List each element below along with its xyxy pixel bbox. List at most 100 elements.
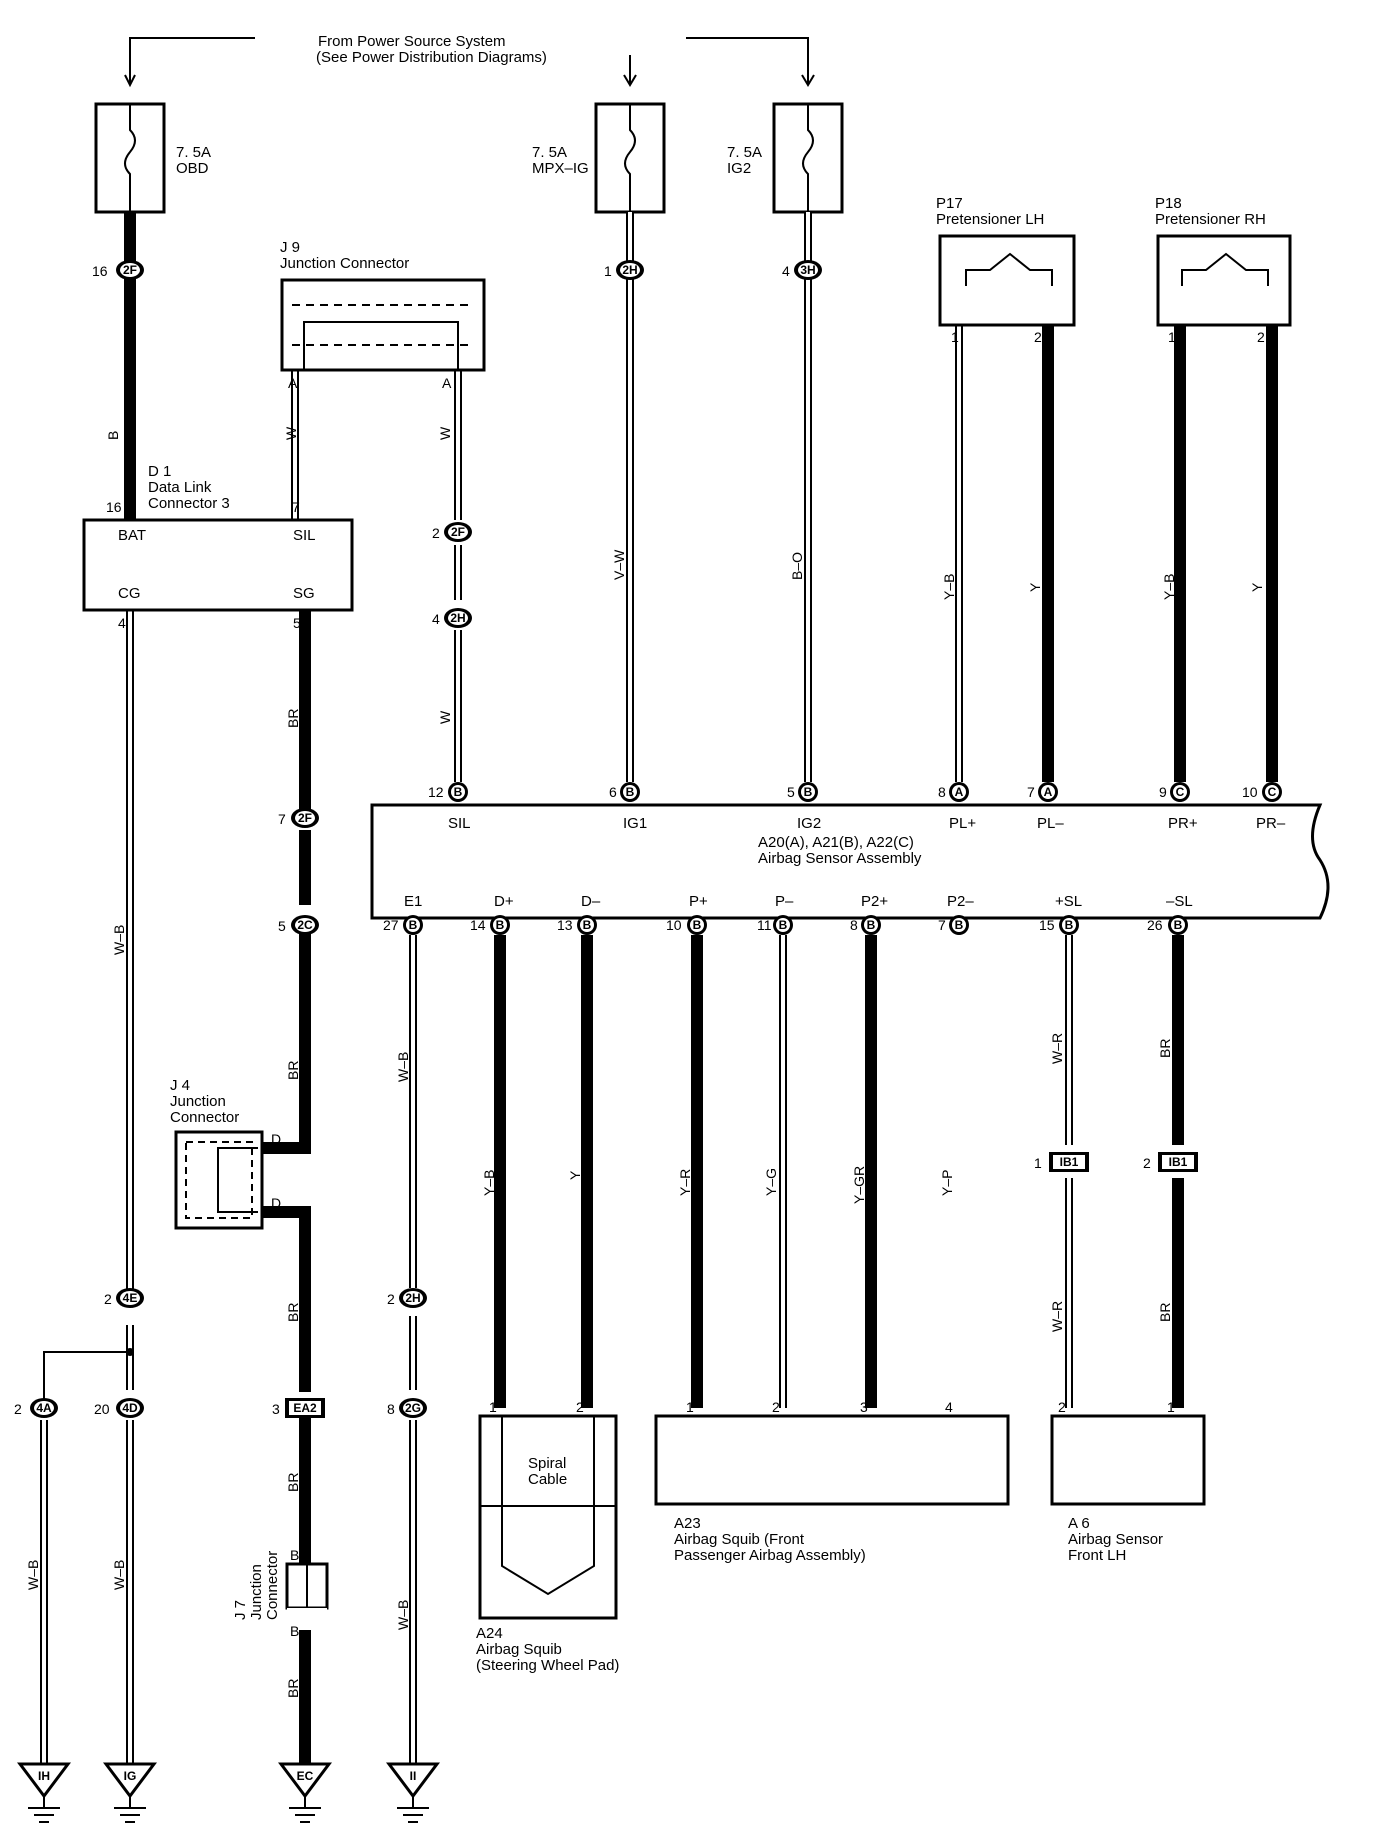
terminal-label: CG	[118, 585, 141, 602]
terminal-label: PR+	[1168, 815, 1198, 832]
connector-code: B	[626, 785, 635, 799]
d1-data-link-connector: BAT SIL CG SG D 1 Data Link Connector 3	[82, 463, 354, 612]
wire-color: Y–B	[941, 574, 957, 600]
component-code: A24	[476, 1625, 503, 1642]
terminal-label: +SL	[1055, 893, 1082, 910]
wire-color: Y–R	[677, 1169, 693, 1196]
component-name: Junction	[170, 1093, 226, 1110]
sensor-pin-badge: B	[687, 915, 707, 935]
terminal-label: P–	[775, 893, 794, 910]
connector-code: 2G	[405, 1401, 421, 1415]
terminal-label: IG2	[797, 815, 821, 832]
wire-color: Y–GR	[851, 1166, 867, 1204]
sensor-pin-badge: A	[1038, 782, 1058, 802]
terminal-label: P+	[689, 893, 708, 910]
fuse-ig2: 7. 5A IG2	[727, 102, 844, 214]
sensor-pin-badge: C	[1262, 782, 1282, 802]
connector-code: C	[1176, 785, 1185, 799]
wire-color: W–R	[1049, 1301, 1065, 1332]
terminal-label: IG1	[623, 815, 647, 832]
connector-code: B	[693, 918, 702, 932]
pin-number: 1	[489, 1399, 497, 1415]
fuse-obd: 7. 5A OBD	[94, 102, 211, 214]
pin-letter: B	[290, 1623, 299, 1639]
wire-color: B	[105, 431, 121, 440]
component-name: Connector	[264, 1551, 281, 1620]
ground-ec: EC	[278, 1762, 332, 1823]
component-name: Connector	[170, 1109, 239, 1126]
connector-badges: 2F 2H 3H 2F 2H 2F 2C 4E	[30, 260, 1282, 1418]
ground-code: II	[410, 1769, 417, 1783]
connector-badge: 2H	[444, 608, 472, 628]
component-code: A20(A), A21(B), A22(C)	[758, 834, 914, 851]
sensor-pin-badge: B	[1168, 915, 1188, 935]
wire-color: W	[437, 710, 453, 724]
ground-code: EC	[297, 1769, 314, 1783]
pin-number: 10	[666, 917, 682, 933]
pin-letter: A	[288, 375, 298, 391]
terminal-label: BAT	[118, 527, 146, 544]
component-name: Junction	[248, 1564, 265, 1620]
pin-number: 5	[293, 615, 301, 631]
pin-number: 7	[278, 811, 286, 827]
pin-number: 3	[860, 1399, 868, 1415]
pin-number: 2	[104, 1291, 112, 1307]
connector-code: B	[955, 918, 964, 932]
wire-color: BR	[1157, 1303, 1173, 1322]
fuse-amp: 7. 5A	[727, 144, 762, 161]
pin-number: 5	[787, 784, 795, 800]
pin-number: 2	[576, 1399, 584, 1415]
connector-code: B	[779, 918, 788, 932]
pin-number: 13	[557, 917, 573, 933]
wire-color: BR	[285, 1679, 301, 1698]
pin-number: 15	[1039, 917, 1055, 933]
component-name: Airbag Sensor	[1068, 1531, 1163, 1548]
wire-color: Y	[567, 1170, 583, 1180]
connector-code: 4D	[122, 1401, 138, 1415]
ground-code: IH	[38, 1769, 50, 1783]
pin-number: 2	[1058, 1399, 1066, 1415]
pin-number: 9	[1159, 784, 1167, 800]
pin-number: 2	[772, 1399, 780, 1415]
component-code: A 6	[1068, 1515, 1090, 1532]
fuse-amp: 7. 5A	[532, 144, 567, 161]
connector-badge: 2F	[116, 260, 144, 280]
terminal-label: D–	[581, 893, 601, 910]
connector-badge: 2H	[616, 260, 644, 280]
pin-number: 12	[428, 784, 444, 800]
terminal-label: PL+	[949, 815, 976, 832]
connector-badge: 2F	[291, 808, 319, 828]
pin-number: 2	[1257, 329, 1265, 345]
component-name: Front LH	[1068, 1547, 1126, 1564]
power-source-feed: From Power Source System (See Power Dist…	[124, 33, 815, 88]
j4-junction-connector: J 4 Junction Connector D D	[170, 1077, 281, 1230]
wire-color: Y–P	[939, 1170, 955, 1196]
sensor-pin-badge: B	[403, 915, 423, 935]
ground-symbols: IH IG EC II	[17, 1762, 440, 1823]
pin-number: 7	[1027, 784, 1035, 800]
source-sublabel: (See Power Distribution Diagrams)	[316, 49, 547, 66]
connector-badge: 2C	[291, 915, 319, 935]
pin-number: 2	[387, 1291, 395, 1307]
terminal-label: D+	[494, 893, 514, 910]
j7-junction-connector: B B J 7 Junction Connector	[232, 1547, 329, 1639]
connector-code: 4A	[36, 1401, 52, 1415]
pin-number: 5	[278, 918, 286, 934]
component-code: A23	[674, 1515, 701, 1532]
wire-color: BR	[285, 1061, 301, 1080]
component-code: J 7	[232, 1600, 249, 1620]
connector-code: B	[583, 918, 592, 932]
ground-ih: IH	[17, 1762, 71, 1823]
connector-badge: 4A	[30, 1398, 58, 1418]
connector-badge: IB1	[1049, 1152, 1089, 1172]
connector-code: B	[867, 918, 876, 932]
wire-color: W	[283, 426, 299, 440]
pin-number: 8	[387, 1401, 395, 1417]
sensor-pin-badge: B	[773, 915, 793, 935]
sensor-pin-badge: B	[620, 782, 640, 802]
connector-code: 2C	[297, 918, 313, 932]
component-code: J 9	[280, 239, 300, 256]
pin-number: 4	[118, 615, 126, 631]
component-name: Airbag Sensor Assembly	[758, 850, 922, 867]
